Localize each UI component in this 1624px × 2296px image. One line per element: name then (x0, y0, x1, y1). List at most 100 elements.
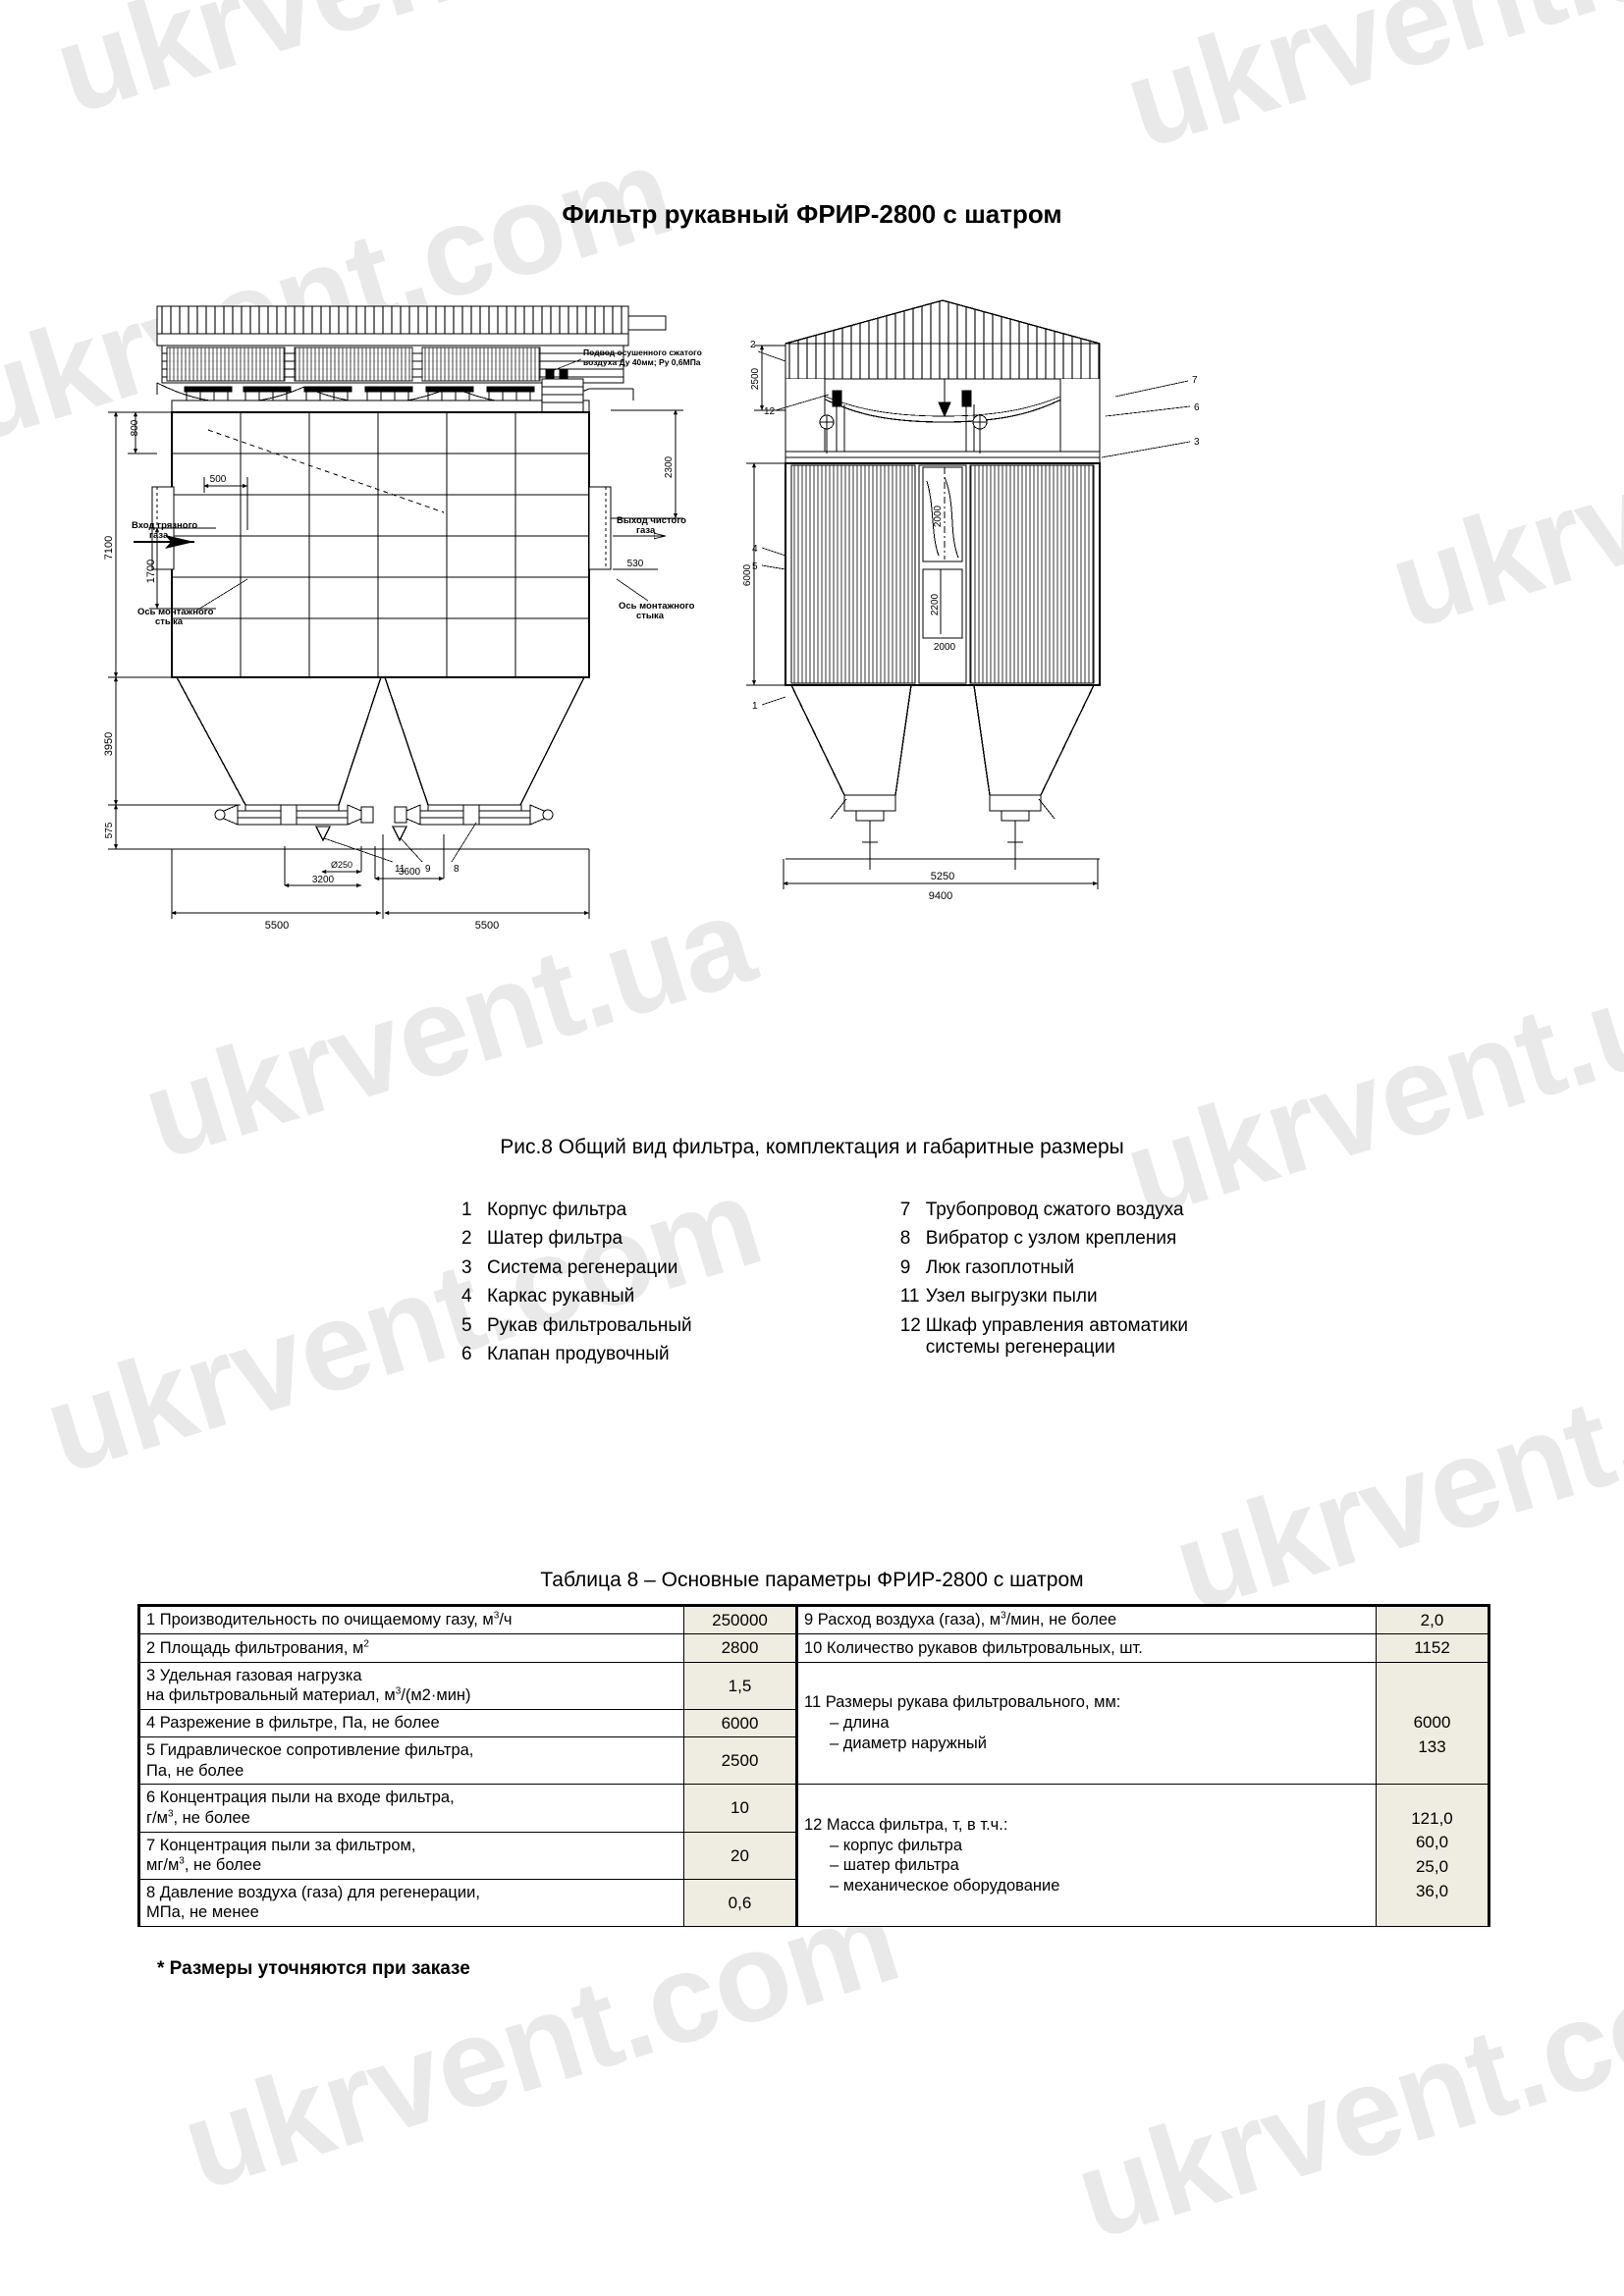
svg-text:Выход чистого: Выход чистого (617, 515, 686, 526)
table-param-label-suffix: /мин, не более (1005, 1611, 1117, 1629)
table-value-line (1382, 1686, 1482, 1711)
table-sub-item: – диаметр наружный (830, 1734, 988, 1752)
svg-text:6000: 6000 (742, 563, 753, 586)
table-param-label: 3 Удельная газовая нагрузка на фильтрова… (137, 1661, 684, 1710)
page-title: Фильтр рукавный ФРИР-2800 с шатром (562, 199, 1062, 229)
svg-text:Ось монтажного: Ось монтажного (619, 601, 695, 612)
svg-text:3600: 3600 (399, 867, 421, 878)
unit-superscript: 3 (493, 1610, 500, 1622)
watermark-text: ukrvent.com (1060, 1916, 1624, 2267)
table-param-value: 6000 (683, 1708, 797, 1738)
figure-caption: Рис.8 Общий вид фильтра, комплектация и … (500, 1136, 1124, 1158)
table-param-label-suffix: , не более (184, 1856, 262, 1875)
table-value-line: 36,0 (1415, 1881, 1449, 1900)
svg-text:5: 5 (752, 561, 758, 572)
svg-text:7100: 7100 (103, 536, 115, 560)
legend-item-label: Корпус фильтра (487, 1200, 627, 1220)
svg-text:8: 8 (454, 864, 460, 875)
svg-text:800: 800 (130, 419, 140, 436)
svg-text:5500: 5500 (265, 920, 289, 932)
unit-superscript: 2 (363, 1638, 369, 1650)
legend-item-label: Вибратор с узлом крепления (925, 1228, 1177, 1250)
front-view-discharge (214, 804, 554, 842)
legend-item-number: 5 (461, 1314, 472, 1336)
front-view-labels: 800 7100 3950 575 500 1700 2300 530 Ø250… (103, 347, 702, 932)
svg-text:5250: 5250 (931, 871, 954, 882)
front-view-upper-housing (161, 345, 624, 384)
svg-text:9: 9 (425, 864, 431, 875)
legend-item-label: Шкаф управления автоматики системы реген… (925, 1314, 1188, 1359)
legend-item-number: 12 (899, 1314, 921, 1336)
svg-text:7: 7 (1192, 375, 1198, 386)
svg-text:11: 11 (395, 864, 406, 875)
svg-text:2300: 2300 (664, 455, 675, 478)
table-param-label: 8 Давление воздуха (газа) для регенераци… (137, 1878, 684, 1928)
front-view-dimensions (108, 409, 683, 919)
front-view-roof (156, 305, 667, 347)
table-param-value: 0,6 (683, 1878, 797, 1928)
legend-item-number: 8 (899, 1228, 911, 1250)
svg-text:Ø250: Ø250 (331, 860, 352, 870)
svg-text:стыка: стыка (636, 611, 665, 621)
svg-text:2: 2 (750, 340, 756, 350)
svg-text:9400: 9400 (929, 890, 952, 902)
table-param-label: 4 Разрежение в фильтре, Па, не более (137, 1708, 684, 1738)
svg-text:Ось монтажного: Ось монтажного (137, 607, 214, 617)
parameters-table-body: 1 Производительность по очищаемому газу,… (137, 1603, 1490, 1928)
svg-text:1700: 1700 (145, 560, 157, 583)
table-param-label: 12 Масса фильтра, т, в т.ч.:– корпус фил… (795, 1784, 1377, 1927)
table-param-label: 6 Концентрация пыли на входе фильтра, г/… (137, 1784, 684, 1833)
legend-item: 1 Корпус фильтра (461, 1200, 692, 1221)
svg-text:2200: 2200 (930, 593, 941, 615)
legend-item-number: 11 (899, 1286, 920, 1308)
svg-text:530: 530 (627, 559, 644, 569)
legend-item-label: Люк газоплотный (925, 1256, 1075, 1278)
table-row: 1 Производительность по очищаемому газу,… (137, 1603, 1490, 1635)
svg-text:5500: 5500 (475, 920, 499, 932)
legend-item-label: Шатер фильтра (487, 1228, 623, 1250)
table-param-label: 11 Размеры рукава фильтровального, мм:– … (795, 1661, 1377, 1786)
table-param-value: 2,0 (1376, 1603, 1490, 1635)
table-param-value: 1,5 (683, 1661, 797, 1710)
legend-item-label: Рукав фильтровальный (487, 1314, 692, 1336)
drawing-svg: 800 7100 3950 575 500 1700 2300 530 Ø250… (103, 299, 1200, 932)
table-sub-item: – корпус фильтра (830, 1836, 962, 1854)
svg-text:500: 500 (210, 474, 227, 485)
svg-text:Подвод осушенного сжатого: Подвод осушенного сжатого (583, 347, 702, 357)
table-sub-item: – длина (830, 1714, 890, 1733)
front-view-leaders (134, 358, 666, 863)
technical-drawing: 800 7100 3950 575 500 1700 2300 530 Ø250… (98, 285, 1532, 1099)
table-value-line: 25,0 (1415, 1857, 1449, 1877)
table-param-label: 1 Производительность по очищаемому газу,… (137, 1603, 684, 1635)
legend-item-number: 4 (461, 1286, 472, 1308)
parameters-table: 1 Производительность по очищаемому газу,… (137, 1603, 1490, 1928)
table-param-label: 10 Количество рукавов фильтровальных, шт… (795, 1633, 1377, 1663)
table-sub-item: – шатер фильтра (830, 1856, 959, 1875)
svg-text:воздуха Ду 40мм; Ру 0,6МПа: воздуха Ду 40мм; Ру 0,6МПа (583, 357, 701, 367)
table-param-value: 1152 (1376, 1633, 1490, 1663)
table-param-label: 7 Концентрация пыли за фильтром, мг/м3, … (137, 1831, 684, 1880)
table-value-line: 121,0 (1411, 1808, 1453, 1828)
legend-item-number: 1 (461, 1200, 472, 1220)
table-param-value: 2800 (683, 1633, 797, 1663)
table-param-label-suffix: /(м2·мин) (401, 1686, 471, 1705)
front-view-hoppers (172, 676, 589, 826)
svg-text:1: 1 (752, 701, 758, 712)
legend-item-label: Трубопровод сжатого воздуха (925, 1200, 1184, 1220)
table-param-value: 20 (683, 1831, 797, 1880)
watermark-text: ukrvent.ua (39, 0, 679, 143)
svg-text:12: 12 (764, 406, 776, 417)
front-view-body (151, 411, 612, 678)
unit-superscript: 3 (1001, 1610, 1006, 1622)
